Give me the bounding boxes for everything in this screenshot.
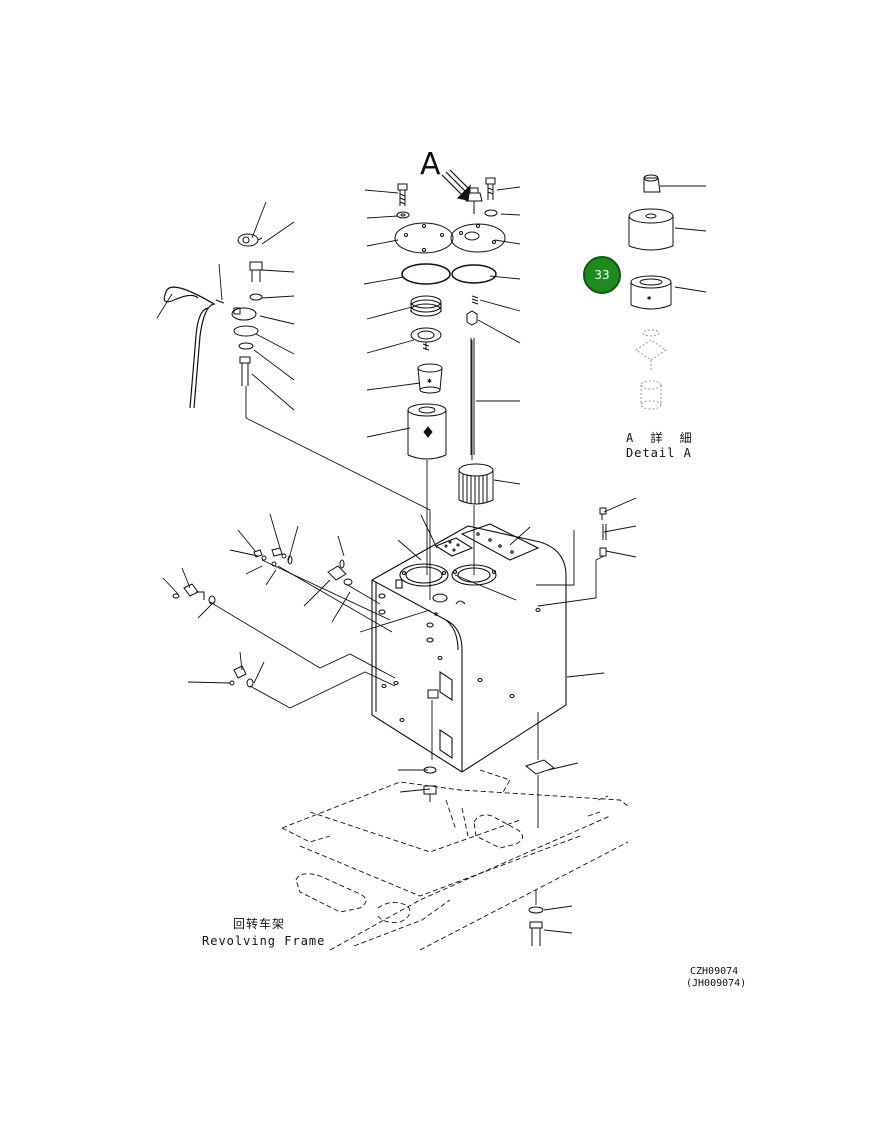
view-a-arrow [441, 169, 471, 201]
flange [233, 325, 259, 337]
svg-text:✱: ✱ [427, 376, 432, 385]
revolving-frame-label-en: Revolving Frame [202, 934, 326, 948]
cover-plate [394, 222, 454, 254]
return-filter-element [407, 403, 447, 460]
detail-a-body [628, 208, 674, 251]
drawing-code: CZH09074 [690, 966, 739, 977]
svg-text:✱: ✱ [647, 294, 652, 302]
o-ring-left [401, 263, 451, 285]
left-fittings [172, 547, 353, 688]
valve-disc [410, 327, 442, 351]
assembly-lines [209, 340, 605, 905]
revolving-frame-label-jp: 回转车架 [233, 917, 286, 931]
right-bolts [599, 507, 607, 557]
breather-valve [465, 187, 483, 214]
suction-strainer [458, 463, 494, 505]
detail-a-element: ✱ [630, 275, 672, 310]
view-a-label: A [420, 147, 441, 182]
drawing-code-alt: (JH009074) [686, 978, 747, 989]
strainer-cup: ✱ [417, 363, 443, 394]
adapter-upper [249, 261, 263, 282]
part-number-badge-label: 33 [594, 268, 610, 282]
washer-left [396, 211, 410, 219]
part-number-badge[interactable]: 33 [583, 256, 621, 294]
bottom-parts [423, 689, 556, 946]
spring [410, 295, 442, 317]
rod [470, 338, 475, 455]
detail-a-ghost-parts [635, 329, 667, 410]
elbow-fitting [231, 307, 257, 321]
cover-plate-right [450, 223, 506, 253]
detail-a-label-en: Detail A [626, 446, 692, 460]
detail-a-cap [643, 174, 661, 193]
bolt-right-top [485, 177, 496, 200]
drain-hose [163, 286, 225, 409]
small-spring [471, 295, 479, 305]
cock-valve [237, 233, 263, 247]
leader-lines [156, 185, 707, 934]
revolving-frame [281, 769, 629, 951]
o-ring-right [451, 264, 497, 284]
bolt-left-top [397, 183, 408, 206]
nut-right [466, 310, 478, 326]
hydraulic-tank [371, 523, 567, 773]
long-bolt [239, 356, 251, 386]
seal-washer [249, 293, 263, 301]
o-ring-small [238, 342, 254, 350]
washer-right [484, 209, 498, 217]
detail-a-label-jp: A 詳 細 [626, 431, 697, 445]
